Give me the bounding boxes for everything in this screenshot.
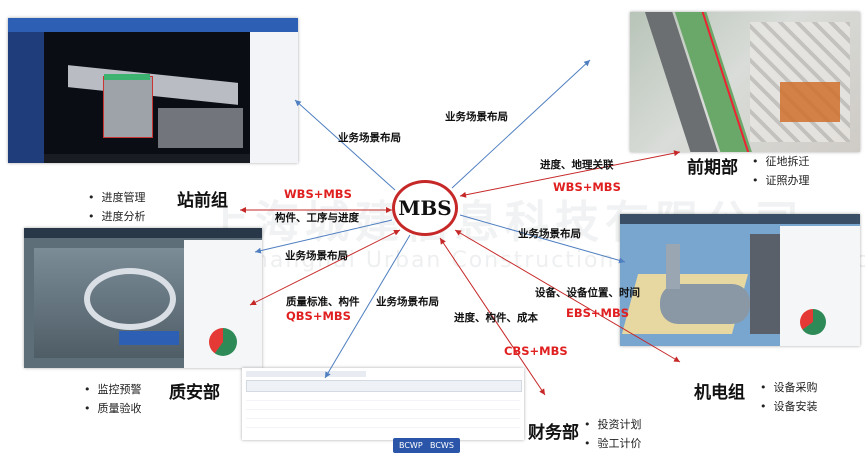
label-caiwu-note: 进度、构件、成本 xyxy=(454,312,538,324)
label-caiwu-red: CBS+MBS xyxy=(504,344,568,358)
arrow-top-left xyxy=(294,99,396,191)
dept-zhanqian: 站前组 xyxy=(177,191,228,211)
dept-qianqi: 前期部 xyxy=(687,158,738,178)
mbs-hub: MBS xyxy=(392,180,458,236)
label-qianqi-note: 进度、地理关联 xyxy=(540,159,614,171)
label-jidian-red: EBS+MBS xyxy=(566,306,630,320)
arrow-caiwu xyxy=(439,237,546,396)
list-item: 质量验收 xyxy=(84,399,142,418)
arrow-zhian xyxy=(249,229,401,306)
list-item: 监控预警 xyxy=(84,380,142,399)
label-bottom-mid: 业务场景布局 xyxy=(376,296,439,308)
zhian-screenshot xyxy=(24,228,262,368)
caiwu-list: 投资计划 验工计价 xyxy=(584,415,642,453)
label-zhanqian-red: WBS+MBS xyxy=(284,187,352,201)
label-zhian-note: 质量标准、构件 xyxy=(286,296,360,308)
label-top-left: 业务场景布局 xyxy=(338,132,401,144)
zhanqian-screenshot xyxy=(8,18,298,163)
dept-jidian: 机电组 xyxy=(694,383,745,403)
jidian-list: 设备采购 设备安装 xyxy=(760,378,818,416)
arrow-qianqi xyxy=(459,150,681,198)
label-zhian-red: QBS+MBS xyxy=(286,309,351,323)
list-item: 进度分析 xyxy=(88,207,146,226)
dept-zhian: 质安部 xyxy=(169,383,220,403)
list-item: 验工计价 xyxy=(584,434,642,453)
label-left-mid: 业务场景布局 xyxy=(285,250,348,262)
label-qianqi-red: WBS+MBS xyxy=(553,180,621,194)
list-item: 设备安装 xyxy=(760,397,818,416)
qianqi-screenshot xyxy=(630,12,860,152)
bcws-button[interactable]: BCWS xyxy=(424,438,460,453)
bcwp-button[interactable]: BCWP xyxy=(393,438,429,453)
dept-caiwu: 财务部 xyxy=(528,423,579,443)
list-item: 进度管理 xyxy=(88,188,146,207)
label-zhanqian-note: 构件、工序与进度 xyxy=(275,212,359,224)
list-item: 证照办理 xyxy=(752,171,810,190)
label-right-mid: 业务场景布局 xyxy=(518,228,581,240)
list-item: 投资计划 xyxy=(584,415,642,434)
list-item: 设备采购 xyxy=(760,378,818,397)
label-top-right: 业务场景布局 xyxy=(445,111,508,123)
list-item: 征地拆迁 xyxy=(752,152,810,171)
label-jidian-note: 设备、设备位置、时间 xyxy=(535,287,640,299)
qianqi-list: 征地拆迁 证照办理 xyxy=(752,152,810,190)
zhanqian-list: 进度管理 进度分析 xyxy=(88,188,146,226)
zhian-list: 监控预警 质量验收 xyxy=(84,380,142,418)
